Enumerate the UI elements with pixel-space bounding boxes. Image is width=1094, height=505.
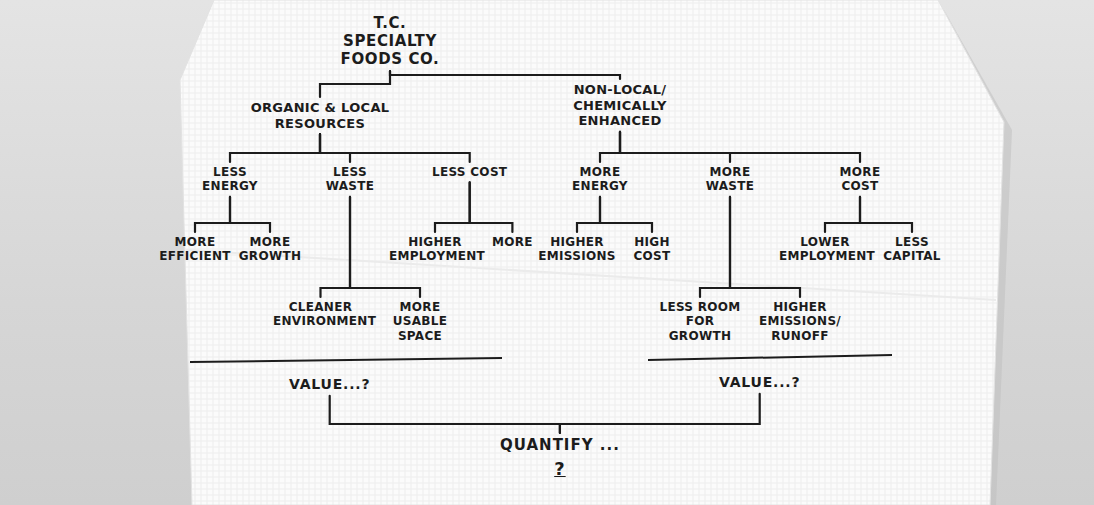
tree-connector	[600, 132, 620, 162]
node-text: MORE USABLE SPACE	[382, 300, 458, 343]
tree-connector	[230, 134, 320, 162]
underline	[648, 355, 892, 360]
node-text: LESS ROOM FOR GROWTH	[654, 300, 746, 343]
tree-node: MORE GROWTH	[235, 235, 305, 264]
napkin	[180, 0, 1004, 505]
node-text: HIGHER EMPLOYMENT	[389, 235, 481, 264]
tree-node: VALUE...?	[289, 376, 370, 393]
tree-node: HIGHER EMISSIONS	[535, 235, 619, 264]
tree-connector	[320, 134, 470, 162]
node-text: NON-LOCAL/ CHEMICALLY ENHANCED	[558, 82, 682, 129]
tree-connector	[435, 182, 470, 232]
tree-node: VALUE...?	[719, 374, 800, 391]
tree-node: MORE COST	[820, 165, 900, 194]
tree-connector	[330, 396, 560, 433]
tree-node: LESS WASTE	[310, 165, 390, 194]
tree-connector	[860, 197, 912, 232]
node-text: LESS CAPITAL	[877, 235, 947, 264]
tree-connector	[320, 71, 390, 97]
tree-node: MORE EFFICIENT	[155, 235, 235, 264]
node-text: MORE GROWTH	[235, 235, 305, 264]
tree-node: LESS CAPITAL	[877, 235, 947, 264]
node-text: MORE EFFICIENT	[155, 235, 235, 264]
tree-connector	[620, 132, 730, 162]
node-text: VALUE...?	[289, 376, 370, 393]
node-text: LESS WASTE	[310, 165, 390, 194]
tree-connector	[320, 134, 350, 162]
tree-connector	[730, 197, 800, 297]
tree-connector	[470, 182, 513, 232]
node-text: T.C. SPECIALTY FOODS CO.	[334, 14, 446, 68]
node-text: ORGANIC & LOCAL RESOURCES	[245, 100, 395, 131]
node-text: LESS COST	[432, 165, 507, 179]
node-text: MORE COST	[820, 165, 900, 194]
tree-connector	[230, 197, 270, 232]
underline	[190, 358, 502, 362]
node-text: HIGHER EMISSIONS/ RUNOFF	[754, 300, 846, 343]
tree-node: CLEANER ENVIRONMENT	[273, 300, 368, 329]
tree-connector	[560, 394, 760, 433]
tree-connector	[577, 197, 600, 232]
tree-node: HIGHER EMPLOYMENT	[389, 235, 481, 264]
tree-connector	[195, 197, 230, 232]
tree-node: NON-LOCAL/ CHEMICALLY ENHANCED	[558, 82, 682, 129]
tree-node: T.C. SPECIALTY FOODS CO.	[334, 14, 446, 68]
node-text: HIGHER EMISSIONS	[535, 235, 619, 264]
tree-node: LOWER EMPLOYMENT	[779, 235, 871, 264]
node-text: MORE WASTE	[690, 165, 770, 194]
tree-node: LESS ROOM FOR GROWTH	[654, 300, 746, 343]
node-text: LOWER EMPLOYMENT	[779, 235, 871, 264]
tree-connector	[620, 132, 860, 162]
tree-connector	[825, 197, 860, 232]
tree-connector	[700, 197, 730, 297]
tree-node: MORE	[492, 235, 533, 249]
node-text: QUANTIFY ...	[500, 436, 620, 454]
node-text: ?	[500, 458, 620, 480]
node-text: CLEANER ENVIRONMENT	[273, 300, 368, 329]
node-text: LESS ENERGY	[190, 165, 270, 194]
tree-node: LESS COST	[432, 165, 507, 179]
tree-node: ORGANIC & LOCAL RESOURCES	[245, 100, 395, 131]
tree-node: MORE WASTE	[690, 165, 770, 194]
node-text: HIGH COST	[627, 235, 677, 264]
tree-node: MORE ENERGY	[560, 165, 640, 194]
tree-node: LESS ENERGY	[190, 165, 270, 194]
tree-node: QUANTIFY ...?	[500, 436, 620, 480]
tree-node: HIGHER EMISSIONS/ RUNOFF	[754, 300, 846, 343]
tree-connector	[600, 197, 652, 232]
node-text: MORE	[492, 235, 533, 249]
tree-connector	[390, 71, 620, 79]
tree-connector	[321, 197, 351, 297]
tree-node: HIGH COST	[627, 235, 677, 264]
tree-node: MORE USABLE SPACE	[382, 300, 458, 343]
node-text: MORE ENERGY	[560, 165, 640, 194]
node-text: VALUE...?	[719, 374, 800, 391]
